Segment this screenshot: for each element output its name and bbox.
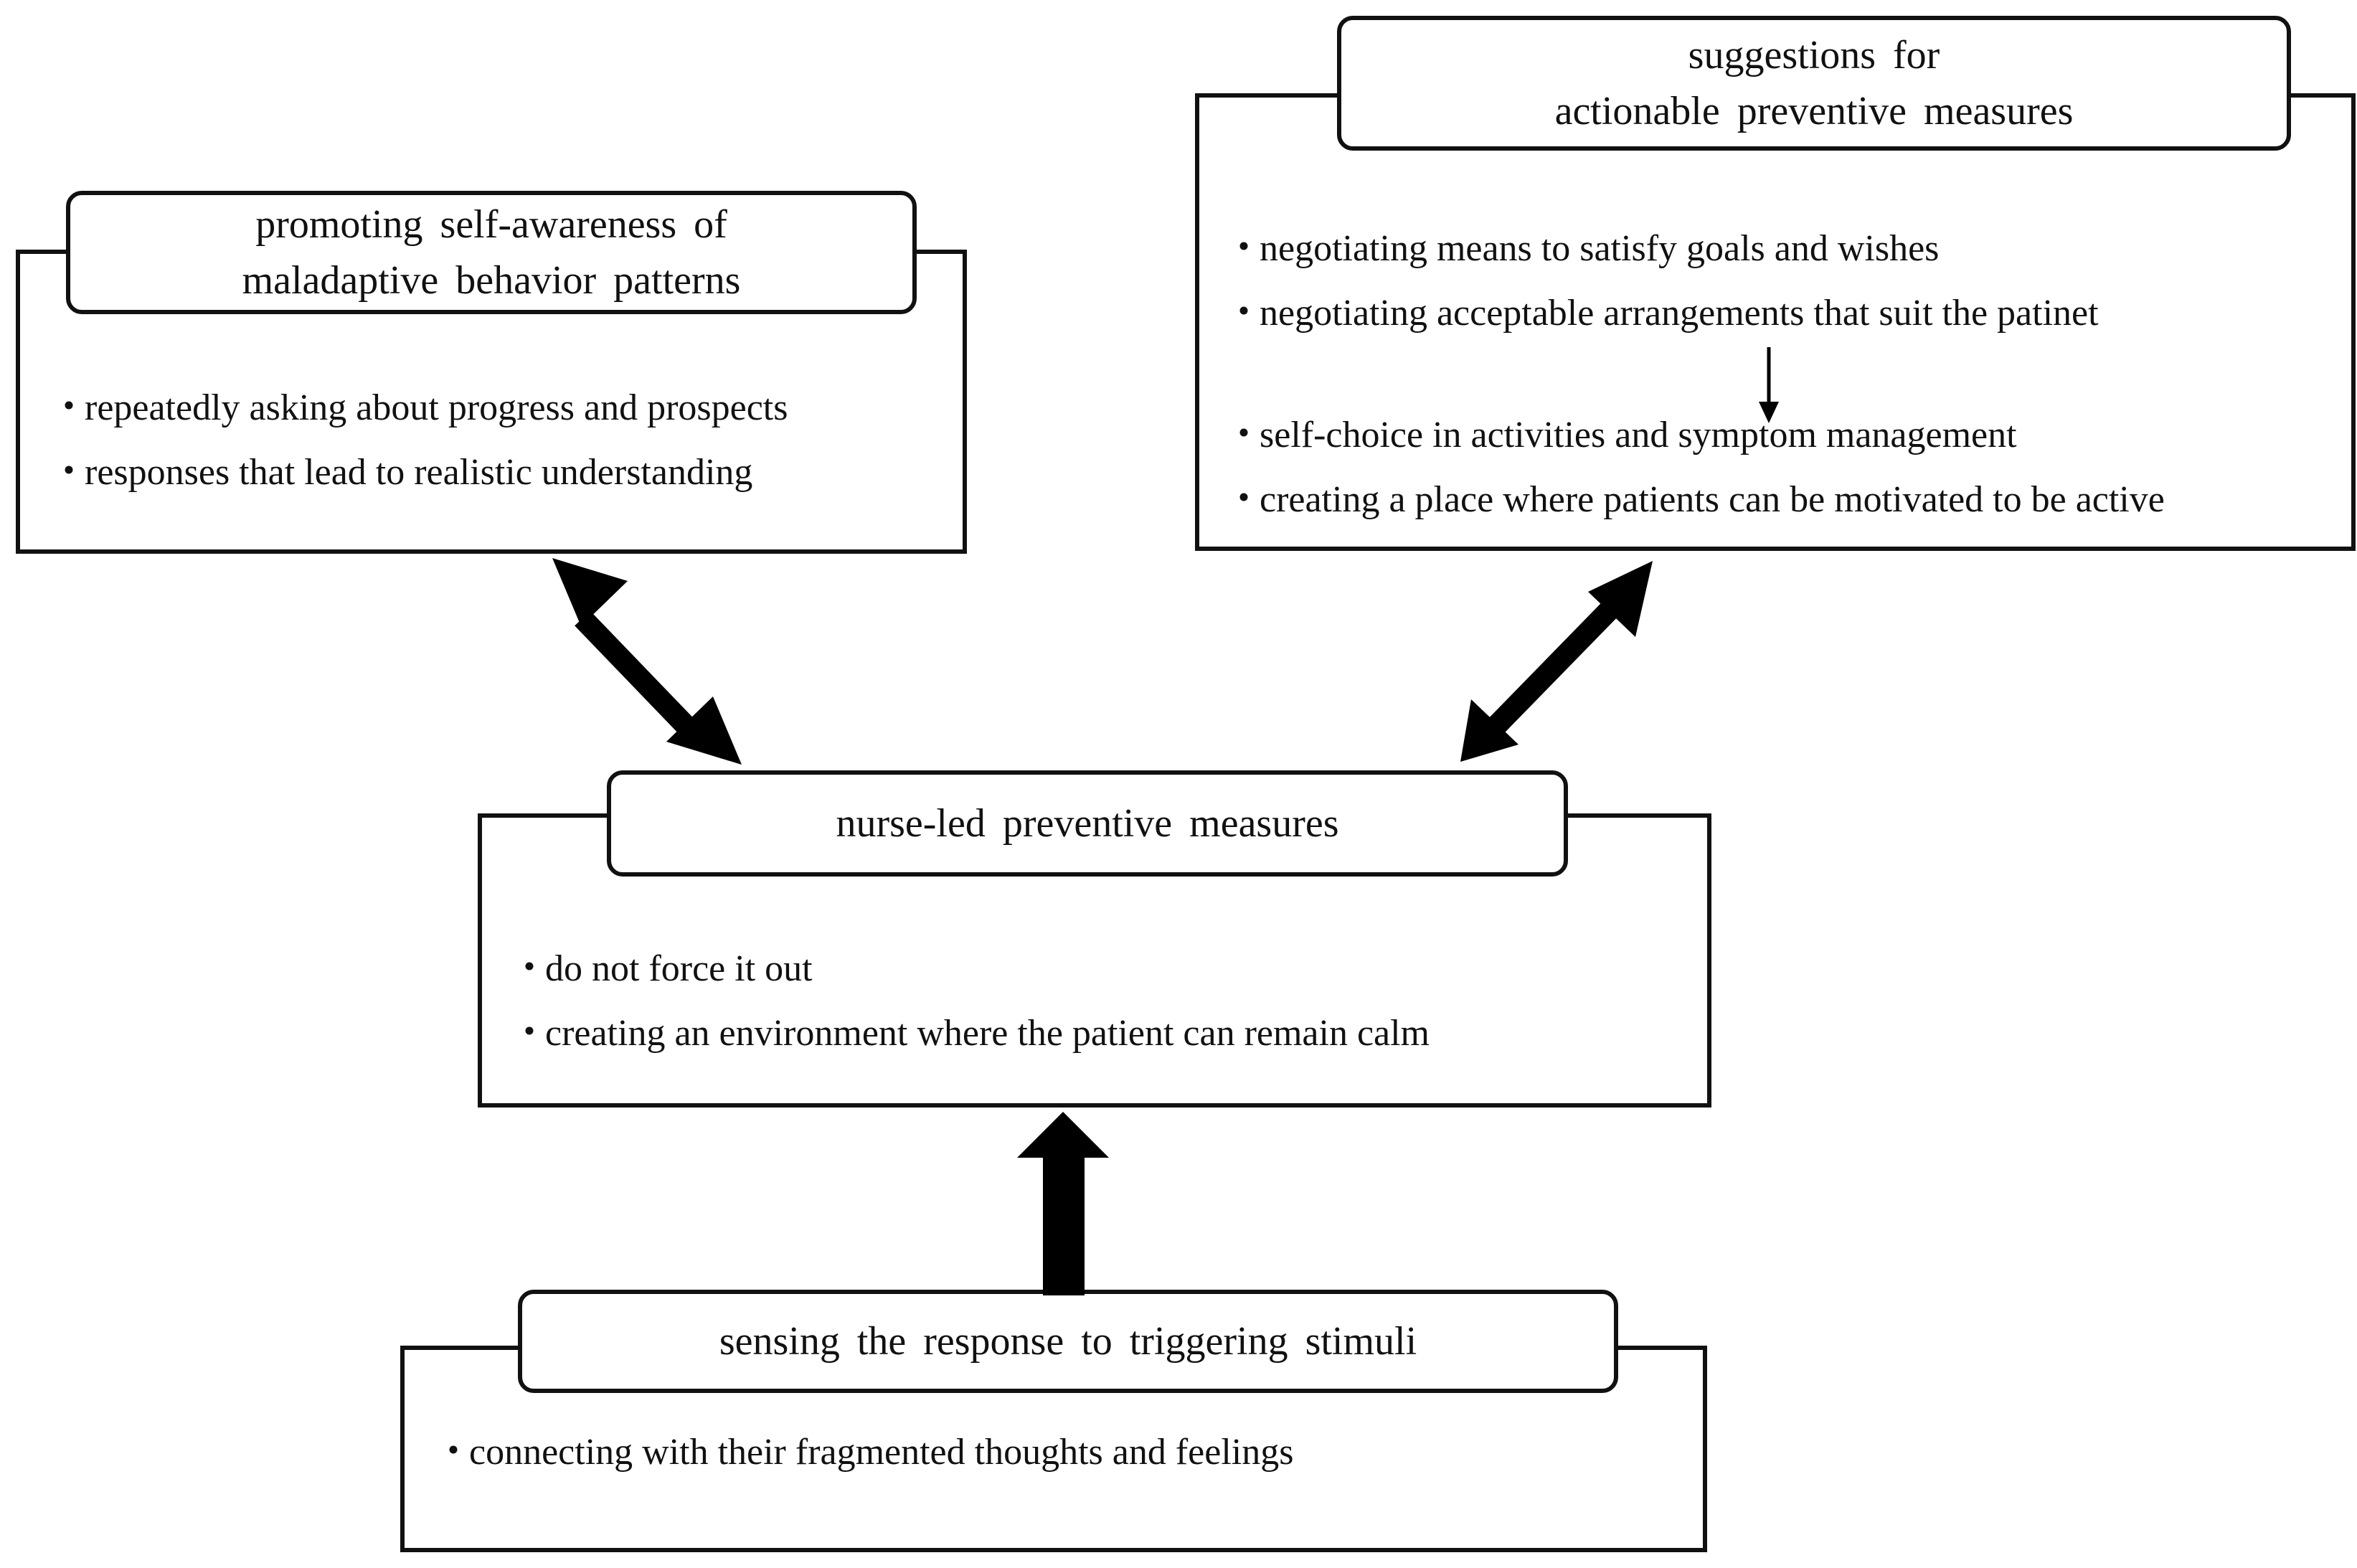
- list-item-text: repeatedly asking about progress and pro…: [85, 387, 788, 428]
- list-item: ・do not force it out: [511, 937, 1430, 1001]
- bullet-dot: ・: [50, 387, 88, 428]
- list-item-text: connecting with their fragmented thought…: [469, 1432, 1294, 1473]
- nurse-led-title-text: nurse-led preventive measures: [836, 801, 1339, 846]
- list-item-text: responses that lead to realistic underst…: [85, 452, 753, 493]
- list-item-text: creating a place where patients can be m…: [1260, 479, 2165, 520]
- awareness-title-line2: maladaptive behavior patterns: [242, 258, 741, 303]
- list-item: ・repeatedly asking about progress and pr…: [50, 376, 788, 440]
- suggestions-title-line2: actionable preventive measures: [1554, 89, 2074, 133]
- suggestions-title-line1: suggestions for: [1688, 33, 1940, 77]
- sensing-title-text: sensing the response to triggering stimu…: [719, 1319, 1417, 1364]
- bullet-dot: ・: [1225, 228, 1263, 269]
- sensing-title: sensing the response to triggering stimu…: [518, 1290, 1618, 1393]
- bullet-dot: ・: [1225, 479, 1263, 520]
- list-item-text: negotiating acceptable arrangements that…: [1260, 293, 2099, 334]
- list-item: ・negotiating acceptable arrangements tha…: [1225, 281, 2099, 346]
- awareness-list: ・repeatedly asking about progress and pr…: [50, 376, 788, 505]
- list-item: ・connecting with their fragmented though…: [435, 1420, 1293, 1485]
- bullet-dot: ・: [50, 452, 88, 493]
- list-item: ・creating an environment where the patie…: [511, 1001, 1430, 1066]
- suggestions-title: suggestions for actionable preventive me…: [1337, 16, 2291, 151]
- bullet-dot: ・: [435, 1432, 473, 1473]
- small-down-arrow: [1759, 347, 1779, 423]
- awareness-title: promoting self-awareness of maladaptive …: [66, 191, 917, 314]
- up-arrow-center: [1017, 1112, 1109, 1295]
- list-item: ・responses that lead to realistic unders…: [50, 440, 788, 505]
- bullet-dot: ・: [511, 1013, 549, 1054]
- list-item-text: negotiating means to satisfy goals and w…: [1260, 228, 1940, 269]
- bullet-dot: ・: [511, 948, 549, 989]
- list-item-text: do not force it out: [545, 948, 813, 989]
- list-item-text: self-choice in activities and symptom ma…: [1260, 415, 2017, 455]
- awareness-title-line1: promoting self-awareness of: [255, 202, 727, 247]
- sensing-list: ・connecting with their fragmented though…: [435, 1420, 1293, 1485]
- suggestions-list-bottom: ・self-choice in activities and symptom m…: [1225, 403, 2165, 532]
- list-item: ・creating a place where patients can be …: [1225, 468, 2165, 532]
- double-arrow-left: [552, 558, 742, 765]
- bullet-dot: ・: [1225, 415, 1263, 455]
- list-item: ・self-choice in activities and symptom m…: [1225, 403, 2165, 468]
- nurse-led-list: ・do not force it out ・creating an enviro…: [511, 937, 1430, 1066]
- double-arrow-right: [1460, 561, 1653, 762]
- list-item: ・negotiating means to satisfy goals and …: [1225, 217, 2099, 281]
- suggestions-list-top: ・negotiating means to satisfy goals and …: [1225, 217, 2099, 346]
- nurse-led-title: nurse-led preventive measures: [607, 770, 1568, 877]
- bullet-dot: ・: [1225, 293, 1263, 334]
- suggestions-box: [1195, 93, 2356, 551]
- list-item-text: creating an environment where the patien…: [545, 1013, 1430, 1054]
